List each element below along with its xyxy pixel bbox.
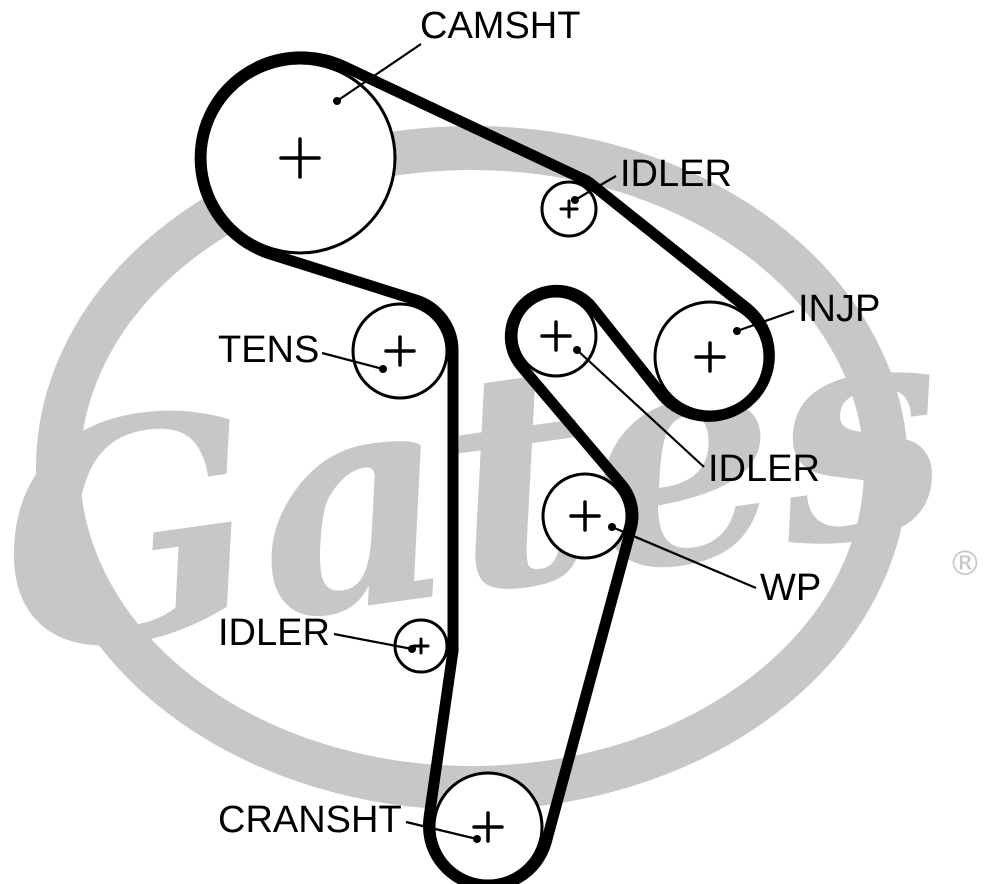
label-camshaft: CAMSHT: [420, 5, 580, 47]
leader-idler-middle: [573, 346, 705, 468]
leader-tensioner-dot: [379, 365, 387, 373]
idler-bottom-center-plus-icon: [412, 637, 430, 655]
leader-injection-pump: [733, 309, 795, 335]
leader-injection-pump-dot: [733, 327, 741, 335]
leader-water-pump-line: [611, 525, 757, 590]
gates-watermark: Gates ®: [0, 126, 982, 810]
leader-idler-top-line: [574, 175, 617, 201]
timing-belt: [194, 51, 775, 884]
label-water-pump: WP: [760, 567, 821, 609]
pulley-idler-middle: [514, 294, 598, 378]
registered-trademark-icon: ®: [948, 544, 982, 584]
leader-idler-top: [571, 175, 617, 204]
idler-middle-center-plus-icon: [540, 320, 572, 352]
label-crankshaft: CRANSHT: [218, 799, 402, 841]
leader-crankshaft: [405, 820, 481, 843]
leader-tensioner: [321, 351, 387, 373]
leader-injection-pump-line: [736, 309, 795, 333]
leader-water-pump-dot: [608, 523, 616, 531]
pulley-camshaft: [203, 61, 397, 255]
pulley-tensioner: [351, 302, 449, 400]
idler-top-center-plus-icon: [559, 199, 579, 219]
pulley-idler-top: [540, 180, 598, 238]
label-idler-bottom: IDLER: [218, 612, 330, 654]
leader-tensioner-line: [321, 351, 384, 371]
leader-camshaft: [333, 43, 422, 105]
leader-idler-bottom-dot: [408, 645, 416, 653]
pulley-water-pump: [541, 472, 629, 560]
leader-idler-bottom-line: [333, 632, 413, 651]
leader-water-pump: [608, 523, 757, 590]
leader-camshaft-dot: [333, 97, 341, 105]
water-pump-center-plus-icon: [569, 500, 601, 532]
pulley-crankshaft: [432, 771, 544, 883]
crankshaft-center-plus-icon: [472, 811, 504, 843]
camshaft-center-plus-icon: [279, 137, 321, 179]
tensioner-center-plus-icon: [384, 335, 416, 367]
label-tensioner: TENS: [218, 329, 319, 371]
pulley-idler-bottom: [393, 618, 449, 674]
pulley-injection-pump: [653, 300, 767, 414]
label-idler-top: IDLER: [620, 153, 732, 195]
leader-idler-top-dot: [571, 196, 579, 204]
injection-pump-center-plus-icon: [694, 341, 726, 373]
label-idler-middle: IDLER: [708, 448, 820, 490]
leader-idler-middle-line: [576, 349, 705, 468]
label-injection-pump: INJP: [798, 288, 880, 330]
leader-idler-bottom: [333, 632, 416, 653]
leader-crankshaft-line: [405, 820, 478, 841]
leader-camshaft-line: [336, 43, 422, 102]
leader-idler-middle-dot: [573, 346, 581, 354]
leader-crankshaft-dot: [473, 835, 481, 843]
